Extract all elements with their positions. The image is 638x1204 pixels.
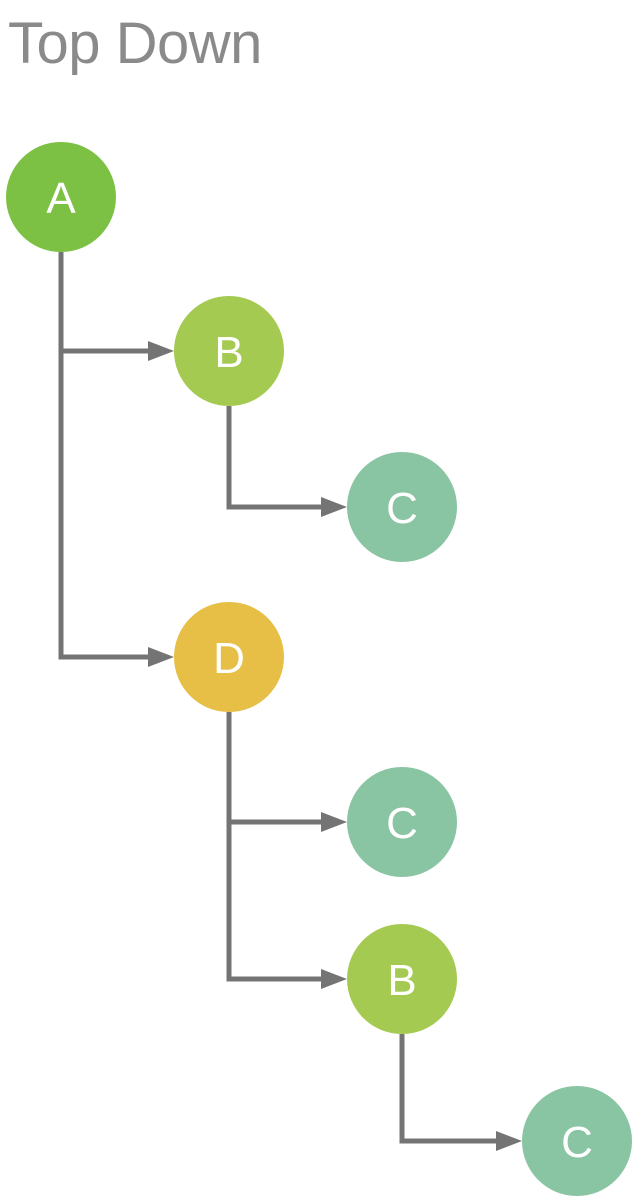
node-label: C <box>561 1118 593 1167</box>
arrowhead-D-C2 <box>321 812 347 832</box>
arrowhead-A-B1 <box>148 341 174 361</box>
edge-B2-C3 <box>399 1034 500 1144</box>
node-circle[interactable] <box>347 924 457 1034</box>
edge-A-D <box>58 252 152 660</box>
arrowhead-B2-C3 <box>496 1131 522 1151</box>
arrowhead-D-B2 <box>321 969 347 989</box>
node-D[interactable]: D <box>174 602 284 712</box>
node-label: C <box>386 799 418 848</box>
node-B2[interactable]: B <box>347 924 457 1034</box>
arrowhead-B1-C1 <box>321 497 347 517</box>
node-circle[interactable] <box>347 767 457 877</box>
node-label: A <box>46 174 76 223</box>
edge-D-C2 <box>226 712 325 825</box>
edge-B1-C1 <box>226 406 325 510</box>
node-label: B <box>214 328 243 377</box>
node-A[interactable]: A <box>6 142 116 252</box>
node-label: C <box>386 484 418 533</box>
node-circle[interactable] <box>522 1086 632 1196</box>
page-title: Top Down <box>8 11 262 76</box>
node-circle[interactable] <box>347 452 457 562</box>
node-label: D <box>213 634 245 683</box>
edge-A-B1 <box>58 252 152 354</box>
node-C1[interactable]: C <box>347 452 457 562</box>
node-circle[interactable] <box>174 296 284 406</box>
node-C2[interactable]: C <box>347 767 457 877</box>
node-label: B <box>387 956 416 1005</box>
node-circle[interactable] <box>174 602 284 712</box>
node-circle[interactable] <box>6 142 116 252</box>
edge-D-B2 <box>226 712 325 982</box>
node-C3[interactable]: C <box>522 1086 632 1196</box>
node-B1[interactable]: B <box>174 296 284 406</box>
arrowhead-A-D <box>148 647 174 667</box>
